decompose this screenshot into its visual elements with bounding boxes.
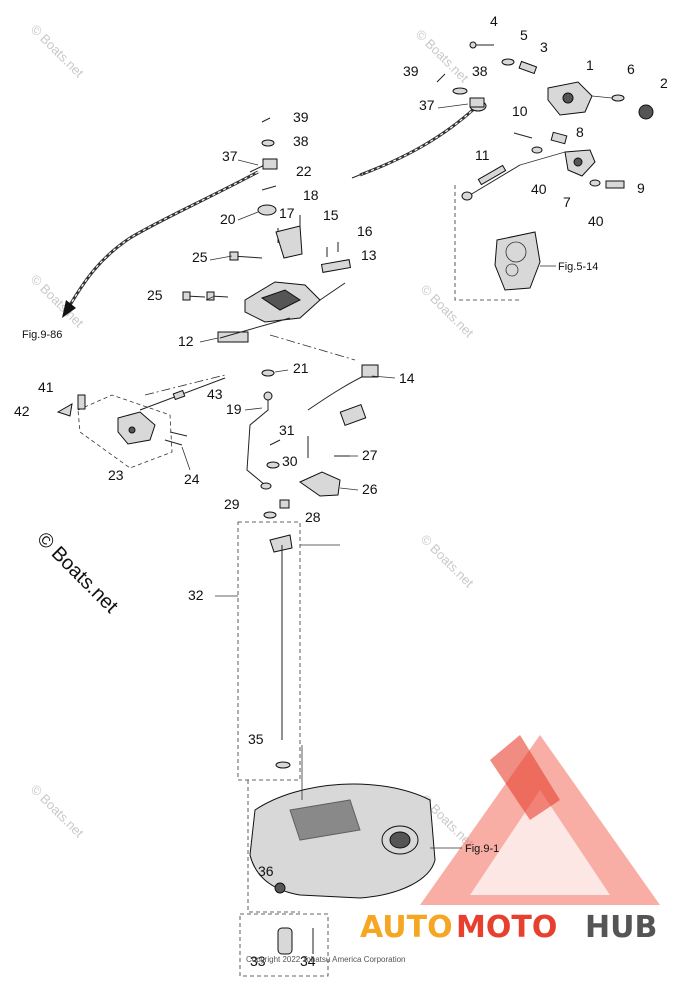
part-label: 5 <box>520 27 528 43</box>
part-label: 17 <box>279 205 295 221</box>
part-label: 13 <box>361 247 377 263</box>
part-label: 11 <box>475 147 490 163</box>
leader-lines <box>181 103 469 597</box>
part-label: 31 <box>279 422 295 438</box>
part-label: 40 <box>588 213 604 229</box>
logo-moto-text: MOTO <box>456 910 557 945</box>
part-label: 27 <box>362 447 378 463</box>
part-label: 21 <box>293 360 309 376</box>
box-36 <box>247 780 300 913</box>
watermark: © Boats.net <box>28 782 87 841</box>
lower-housing: Fig.9-1 <box>249 745 499 955</box>
part-label: 19 <box>226 401 242 417</box>
part-label: 33 <box>250 953 266 969</box>
part-label: 39 <box>293 109 309 125</box>
part-label: 12 <box>178 333 194 349</box>
ref-fig-9-1: Fig.9-1 <box>465 843 499 855</box>
part-label: 2 <box>660 75 668 91</box>
part-label: 25 <box>192 249 208 265</box>
watermark-large: © Boats.net <box>32 528 122 618</box>
part-label: 28 <box>305 509 321 525</box>
watermark: © Boats.net <box>28 272 87 331</box>
part-label: 24 <box>184 471 200 487</box>
throttle-lever-assembly <box>461 41 654 201</box>
part-label: 7 <box>563 194 571 210</box>
logo-hub-text: HUB <box>585 910 657 945</box>
part-label: 23 <box>108 467 124 483</box>
box-33-34 <box>239 913 329 977</box>
part-label: 6 <box>627 61 635 77</box>
watermark-layer: © Boats.net © Boats.net © Boats.net © Bo… <box>28 22 477 851</box>
leader-11 <box>454 185 520 301</box>
centerline-43 <box>144 374 226 396</box>
part-label: 41 <box>38 379 54 395</box>
shift-rod <box>269 534 340 769</box>
watermark: © Boats.net <box>418 282 477 341</box>
part-label: 38 <box>293 133 309 149</box>
part-label: 32 <box>188 587 204 603</box>
part-label: 14 <box>399 370 415 386</box>
part-label: 3 <box>540 39 548 55</box>
part-label: 43 <box>207 386 223 402</box>
cable-end-upper <box>436 73 485 108</box>
logo-auto-text: AUTO <box>360 910 453 945</box>
copyright-text: Copyright 2022 Tohatsu America Corporati… <box>246 955 406 964</box>
part-label: 1 <box>586 57 594 73</box>
part-label: 37 <box>222 148 238 164</box>
logo-triangle-inner <box>470 790 610 895</box>
watermark: © Boats.net <box>28 22 87 81</box>
part-label: 10 <box>512 103 528 119</box>
carburetor-component: Fig.5-14 <box>494 231 598 291</box>
part-label: 8 <box>576 124 584 140</box>
shift-linkage-assembly <box>182 117 352 490</box>
part-label: 34 <box>300 953 316 969</box>
ref-fig-9-86: Fig.9-86 <box>22 329 62 341</box>
automotohub-logo: AUTO MOTO HUB <box>360 735 660 945</box>
group-boxes <box>77 185 520 977</box>
part-label: 35 <box>248 731 264 747</box>
part-label: 25 <box>147 287 163 303</box>
part-number-labels: 4 5 3 1 6 2 39 38 37 10 8 11 40 7 40 9 3… <box>14 13 668 969</box>
part-label: 30 <box>282 453 298 469</box>
part-label: 38 <box>472 63 488 79</box>
part-label: 26 <box>362 481 378 497</box>
part-label: 36 <box>258 863 274 879</box>
part-label: 40 <box>531 181 547 197</box>
part-label: 18 <box>303 187 319 203</box>
centerline-14 <box>269 334 356 361</box>
part-label: 29 <box>224 496 240 512</box>
part-label: 9 <box>637 180 645 196</box>
part-label: 42 <box>14 403 30 419</box>
logo-triangle-red <box>490 735 560 820</box>
box-23 <box>77 394 173 469</box>
arrow-fig-9-86 <box>62 300 76 318</box>
switch-harness <box>307 364 396 426</box>
box-32 <box>237 521 301 781</box>
shift-cable-lower: Fig.9-86 <box>22 170 259 341</box>
part-label: 16 <box>357 223 373 239</box>
lever-26-assembly <box>263 436 350 519</box>
part-label: 4 <box>490 13 498 29</box>
part-label: 20 <box>220 211 236 227</box>
part-label: 22 <box>296 163 312 179</box>
watermark: © Boats.net <box>418 532 477 591</box>
part-label: 15 <box>323 207 339 223</box>
bracket-assembly <box>56 377 226 446</box>
ref-fig-5-14: Fig.5-14 <box>558 261 598 273</box>
part-label: 37 <box>419 97 435 113</box>
part-label: 39 <box>403 63 419 79</box>
